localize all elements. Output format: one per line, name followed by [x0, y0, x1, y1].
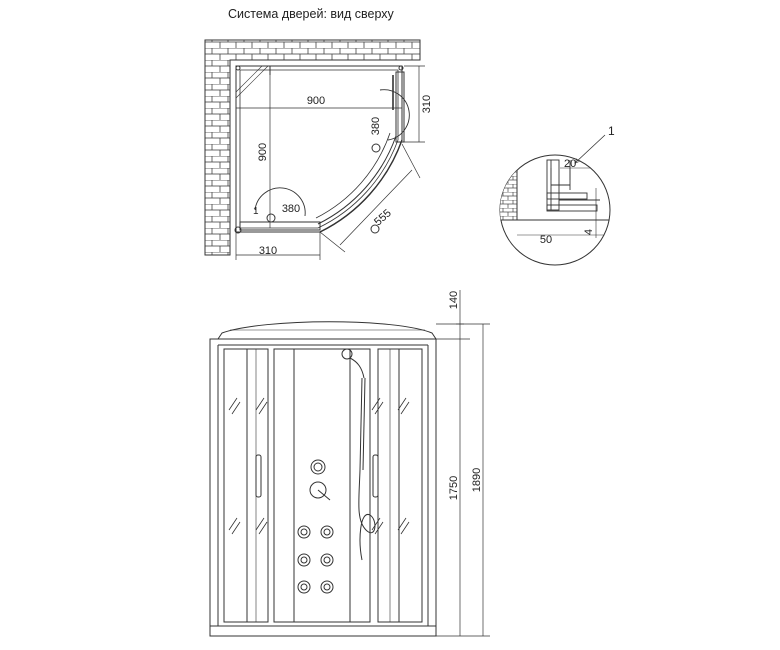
total-height-label: 1890 — [471, 468, 483, 492]
door-opening-horizontal-label: 380 — [282, 203, 300, 215]
door-swing-arc — [254, 187, 306, 217]
top-height-label: 140 — [448, 291, 460, 309]
front-view — [209, 290, 490, 637]
bottom-offset-label: 310 — [259, 245, 277, 257]
shower-head — [341, 348, 353, 360]
top-view — [204, 39, 425, 260]
temperature-knob — [310, 459, 326, 475]
cabin-frame — [209, 338, 437, 637]
depth-label: 900 — [257, 143, 269, 161]
detail-view — [499, 134, 611, 266]
brick-wall — [204, 39, 421, 256]
massage-jets — [297, 525, 334, 594]
roof-cap — [217, 321, 437, 340]
callout-marker-1: 1 — [253, 206, 259, 217]
detail-callout-number: 1 — [608, 124, 615, 138]
door-swing-arc — [379, 89, 410, 141]
detail-height-label: 4 — [583, 229, 595, 235]
shower-hose — [358, 377, 376, 561]
mixer-knob — [309, 481, 327, 499]
side-offset-label: 310 — [421, 95, 433, 113]
detail-gap-label: 20 — [564, 158, 576, 170]
detail-width-label: 50 — [540, 234, 552, 246]
right-door-handle — [372, 454, 379, 498]
width-label: 900 — [307, 95, 325, 107]
left-door-handle — [255, 454, 262, 498]
diagram-title: Система дверей: вид сверху — [228, 7, 394, 21]
door-opening-vertical-label: 380 — [370, 117, 382, 135]
cabin-height-label: 1750 — [448, 476, 460, 500]
